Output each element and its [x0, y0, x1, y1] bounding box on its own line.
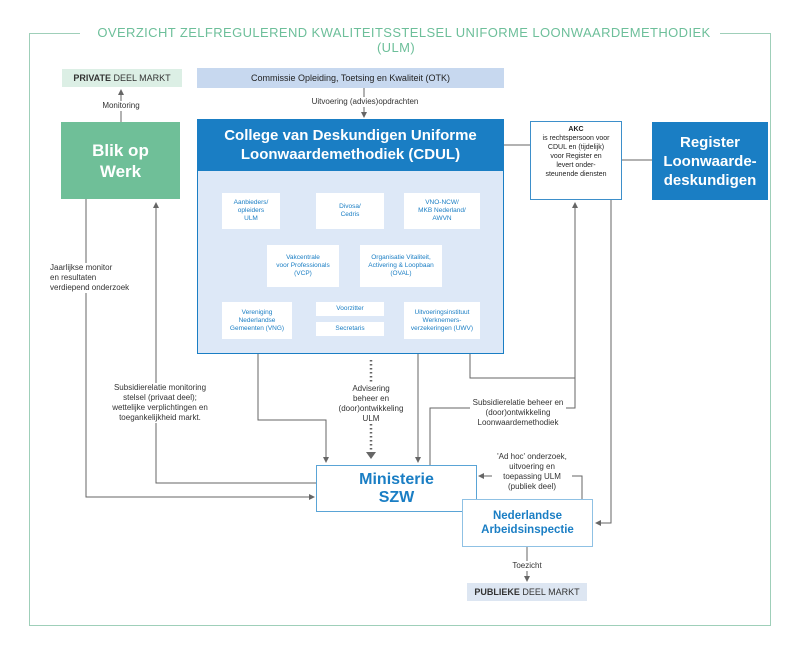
beheer-label: Subsidierelatie beheer en(door)ontwikkel…: [470, 398, 566, 428]
member-voorzitter: Voorzitter: [316, 302, 384, 316]
member-secretaris: Secretaris: [316, 322, 384, 336]
public-market-tag: PUBLIEKE DEEL MARKT: [467, 583, 587, 601]
monitoring-label: Monitoring: [95, 101, 147, 111]
blik-line2: Werk: [99, 161, 142, 181]
member-divosa: Divosa/Cedris: [316, 193, 384, 229]
blik-line1: Blik op: [92, 140, 149, 160]
member-oval: Organisatie Vitaliteit,Activering & Loop…: [360, 245, 442, 287]
toezicht-label: Toezicht: [505, 561, 549, 571]
cdul-line1: College van Deskundigen Uniforme: [224, 127, 477, 144]
diagram-title: OVERZICHT ZELFREGULEREND KWALITEITSSTELS…: [80, 25, 720, 55]
otk-box: Commissie Opleiding, Toetsing en Kwalite…: [197, 68, 504, 88]
private-market-tag: PRIVATE DEEL MARKT: [62, 69, 182, 87]
member-vno-ncw: VNO-NCW/MKB Nederland/AWVN: [404, 193, 480, 229]
uitvoering-label: Uitvoering (advies)opdrachten: [290, 97, 440, 107]
cdul-line2: Loonwaardemethodiek (CDUL): [240, 146, 461, 163]
